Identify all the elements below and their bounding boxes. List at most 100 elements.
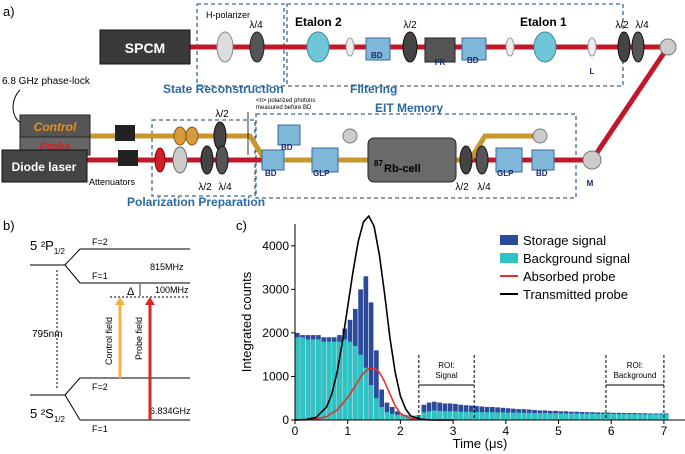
- bar-background: [637, 414, 643, 420]
- legend-swatch: [500, 235, 518, 245]
- roi-label: ROI:: [627, 361, 643, 370]
- bar-background: [384, 412, 390, 420]
- bar-background: [358, 354, 363, 420]
- bd-filter-a-label: BD: [371, 51, 383, 60]
- legend-label: Transmitted probe: [523, 287, 628, 302]
- glp-memory-a: [311, 147, 339, 173]
- quarter-waveplate-probe-label: λ/4: [218, 182, 232, 193]
- half-waveplate-memory: [459, 145, 473, 175]
- bd-filter-a: [365, 37, 391, 61]
- control-field-arrowhead: [115, 297, 125, 305]
- bar-background: [663, 414, 669, 420]
- bar-storage: [389, 406, 395, 420]
- p-f2-branch: [64, 248, 81, 266]
- control-coupler-b: [185, 126, 199, 146]
- memory-mirror-a: [342, 128, 358, 144]
- bar-background: [537, 413, 543, 420]
- half-waveplate-probe-label: λ/2: [198, 182, 212, 193]
- bar-background: [590, 413, 595, 420]
- bar-background: [611, 413, 616, 420]
- bar-storage: [384, 402, 390, 420]
- half-waveplate-right: [617, 31, 631, 63]
- top-mirror: [659, 38, 677, 56]
- rb-cell-label: Rb-cell: [384, 163, 421, 175]
- bar-background: [410, 415, 416, 420]
- bar-background: [379, 406, 384, 420]
- spcm-label: SPCM: [125, 40, 165, 56]
- diagonal-beam: [589, 45, 671, 162]
- bar-background: [558, 413, 564, 420]
- bar-background: [432, 410, 437, 420]
- x-tick-label: 1: [344, 424, 351, 438]
- bar-background: [511, 412, 516, 420]
- panel-label-c: c): [236, 218, 247, 233]
- h-polarizer: [216, 31, 234, 63]
- lens-l-label: L: [590, 67, 595, 76]
- half-waveplate-filter: [402, 31, 418, 63]
- control-laser-label: Control: [34, 120, 77, 134]
- bar-background: [474, 411, 479, 420]
- photon-note-line1: <n> polarized photons: [256, 98, 315, 104]
- y-tick-label: 0: [282, 413, 289, 427]
- bar-background: [553, 413, 558, 420]
- probe-field-arrowhead: [145, 297, 155, 305]
- bar-background: [337, 341, 342, 420]
- bar-background: [479, 412, 485, 420]
- bar-background: [658, 414, 664, 420]
- s-f2-branch: [64, 377, 81, 396]
- bar-background: [627, 414, 632, 420]
- diode-laser-body: [1, 149, 88, 183]
- bar-background: [516, 412, 522, 420]
- photon-note-line2: measured before BD: [256, 105, 312, 111]
- x-tick-label: 3: [450, 424, 457, 438]
- quarter-waveplate-probe: [215, 145, 229, 175]
- half-waveplate-memory-label: λ/2: [455, 182, 469, 193]
- memory-mirror-b: [532, 128, 548, 144]
- bar-background: [374, 398, 379, 420]
- bar-background: [632, 414, 637, 420]
- probe-polarizer: [172, 146, 188, 174]
- etalon2: [306, 31, 330, 63]
- bar-storage: [374, 350, 379, 420]
- bar-background: [447, 411, 453, 420]
- ground-split-label: 6.834GHz: [150, 406, 191, 416]
- bd-memory-c: [531, 149, 555, 171]
- etalon1-label: Etalon 1: [520, 15, 567, 29]
- y-tick-label: 2000: [262, 326, 289, 340]
- bar-background: [653, 414, 659, 420]
- quarter-waveplate-top: [249, 31, 265, 63]
- y-axis-label: Integrated counts: [239, 271, 254, 372]
- faraday-rotator-label: FR: [435, 58, 446, 67]
- panel-label-a: a): [3, 4, 15, 19]
- half-waveplate-control-label: λ/2: [215, 109, 229, 120]
- mirror-m-label: M: [587, 179, 594, 188]
- s-f2-label: F=2: [92, 382, 108, 392]
- faraday-rotator: [424, 37, 456, 63]
- bar-background: [363, 367, 369, 420]
- eit-memory-label: EIT Memory: [375, 101, 443, 115]
- roi-label: Background: [614, 371, 657, 380]
- lens-l: [587, 37, 597, 57]
- bar-storage: [379, 389, 384, 420]
- p-f2-label: F=2: [92, 237, 108, 247]
- x-axis-label: Time (μs): [453, 436, 508, 451]
- bar-background: [574, 413, 579, 420]
- half-waveplate-filter-label: λ/2: [403, 20, 417, 31]
- rb-cell: [367, 137, 457, 183]
- bar-background: [352, 345, 358, 420]
- eit-memory-box: [255, 113, 577, 199]
- etalon1: [533, 31, 557, 63]
- bar-background: [584, 413, 590, 420]
- bar-background: [342, 339, 348, 420]
- bd-filter-b-label: BD: [467, 56, 479, 65]
- bar-background: [595, 413, 601, 420]
- bar-background: [648, 414, 653, 420]
- bar-background: [442, 411, 448, 420]
- control-coupler-a: [173, 126, 187, 146]
- rb-cell-sup: 87: [374, 159, 383, 168]
- energy-level-diagram: b) 5 ²P1/2 F=2 F=1 815MHz 100MHz Δ 5 ²S1…: [3, 218, 191, 434]
- bar-background: [526, 412, 532, 420]
- s-f1-branch: [64, 394, 81, 421]
